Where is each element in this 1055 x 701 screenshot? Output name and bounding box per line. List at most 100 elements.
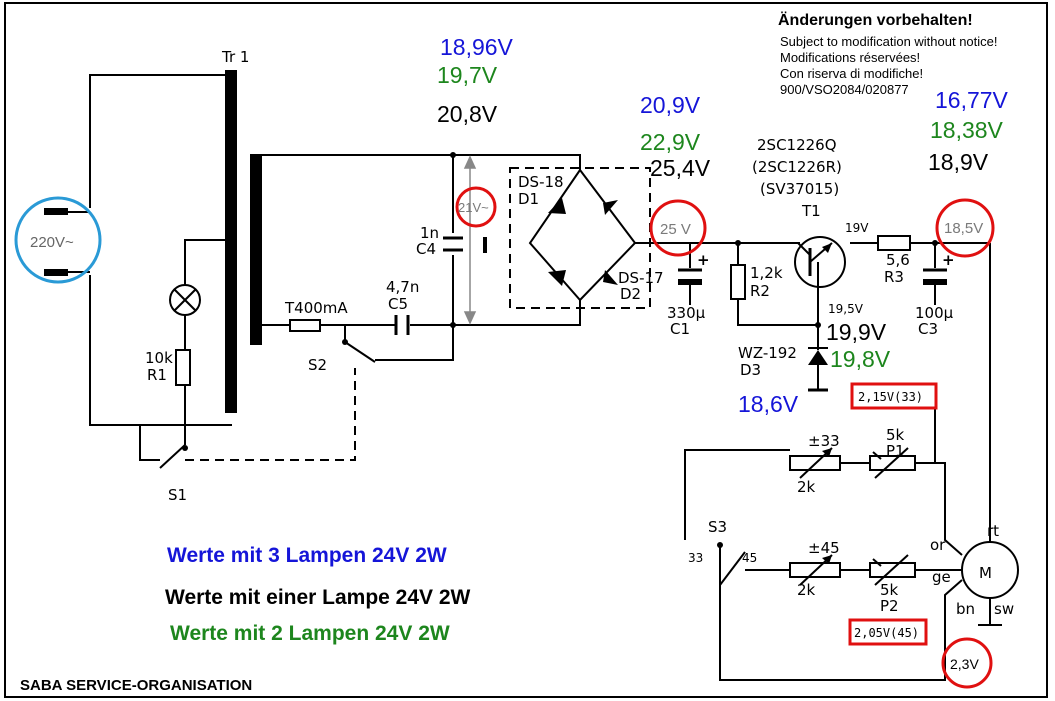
p2-value: 5k <box>880 581 899 599</box>
output-voltage-value: 18,5V <box>944 220 983 237</box>
dc-voltage-value: 25 V <box>660 221 691 238</box>
capacitor-c1 <box>678 268 702 285</box>
switch-s1 <box>159 368 356 469</box>
ac-voltage-value: 21V~ <box>458 200 489 215</box>
capacitor-c4 <box>443 236 463 252</box>
c3-label: C3 <box>918 320 938 338</box>
p2-label: P2 <box>880 597 899 615</box>
measurement-box-33-value: 2,15V(33) <box>858 390 923 404</box>
trimmer-p2 <box>789 554 916 586</box>
input-voltage-3-lamps: 18,96V <box>440 34 514 60</box>
t1-emitter-voltage: 19V <box>845 221 869 235</box>
pilot-lamp <box>169 284 201 316</box>
r1-value: 10k <box>145 349 173 367</box>
c5-value: 4,7n <box>386 278 419 296</box>
mains-plug <box>44 208 68 276</box>
p1-label: P1 <box>886 442 905 460</box>
footer-organisation: SABA SERVICE-ORGANISATION <box>20 677 252 694</box>
resistor-r2 <box>730 264 746 300</box>
legend-2-lamps: Werte mit 2 Lampen 24V 2W <box>170 622 450 645</box>
r3-label: R3 <box>884 268 904 286</box>
c1-value: 330µ <box>667 304 706 322</box>
measurement-box-45-value: 2,05V(45) <box>854 626 919 640</box>
wire-ge-label: ge <box>932 568 951 586</box>
p2-pot-value: 2k <box>797 581 816 599</box>
r2-value: 1,2k <box>750 264 783 282</box>
notice-line-4: 900/VSO2084/020877 <box>780 82 909 97</box>
transformer-label: Tr 1 <box>221 48 249 66</box>
output-voltage-3-lamps: 16,77V <box>935 87 1009 113</box>
notice-line-2: Modifications réservées! <box>780 50 920 65</box>
ac-voltage-arrow <box>463 155 477 325</box>
trimmer-p1 <box>789 447 916 479</box>
d3-label: D3 <box>740 361 761 379</box>
t1-type-1: 2SC1226Q <box>757 136 837 154</box>
zener-d3 <box>808 347 828 392</box>
transformer-core-secondary <box>250 155 262 345</box>
resistor-r3 <box>877 235 911 251</box>
junction-dot <box>450 152 456 158</box>
c1-voltage-2-lamps: 22,9V <box>640 129 701 155</box>
c4-value: 1n <box>420 224 439 242</box>
p1-pot-value: 2k <box>797 478 816 496</box>
r3-value: 5,6 <box>886 251 910 269</box>
rectifier-module <box>509 167 651 309</box>
motor <box>961 541 1019 599</box>
capacitor-c5 <box>394 315 410 335</box>
fuse <box>289 319 321 332</box>
fuse-label: T400mA <box>284 299 348 317</box>
c1-voltage-1-lamp: 25,4V <box>650 155 711 181</box>
r2-label: R2 <box>750 282 770 300</box>
d2-label: D2 <box>620 285 641 303</box>
output-voltage-marker <box>935 198 995 258</box>
notice-line-1: Subject to modification without notice! <box>780 34 998 49</box>
t1-type-2: (2SC1226R) <box>752 158 842 176</box>
p1-sign: ±33 <box>808 432 840 450</box>
c4-label: C4 <box>416 240 436 258</box>
wire-sw-label: sw <box>994 600 1014 618</box>
input-voltage-2-lamps: 19,7V <box>437 62 498 88</box>
c3-value: 100µ <box>915 304 954 322</box>
c3-plus: + <box>942 251 955 269</box>
d2-type: DS-17 <box>618 269 664 287</box>
output-voltage-1-lamp: 18,9V <box>928 149 989 175</box>
c1-voltage-3-lamps: 20,9V <box>640 92 701 118</box>
notice-line-3: Con riserva di modifiche! <box>780 66 923 81</box>
d3-type: WZ-192 <box>738 344 797 362</box>
c1-plus: + <box>697 251 710 269</box>
p1-value: 5k <box>886 426 905 444</box>
junction-dot <box>815 322 821 328</box>
zener-voltage-2-lamps: 19,8V <box>830 346 891 372</box>
transistor-t1 <box>794 236 846 288</box>
junction-dot <box>450 322 456 328</box>
resistor-r1 <box>175 349 191 386</box>
c4-plate-marker <box>483 237 487 253</box>
ac-voltage-marker <box>455 186 497 228</box>
mains-voltage-label: 220V~ <box>30 234 74 251</box>
d1-label: D1 <box>518 190 539 208</box>
motor-label: M <box>979 564 992 582</box>
bridge-diodes <box>548 198 618 286</box>
legend-1-lamp: Werte mit einer Lampe 24V 2W <box>165 586 471 609</box>
motor-voltage-marker <box>941 637 993 689</box>
wire-bn-label: bn <box>956 600 975 618</box>
switch-s2 <box>342 339 376 363</box>
switch-s3 <box>717 542 746 586</box>
s1-label: S1 <box>168 486 187 504</box>
input-voltage-1-lamp: 20,8V <box>437 101 498 127</box>
wire-rt-label: rt <box>987 522 999 540</box>
junction-dot <box>932 240 938 246</box>
p2-sign: ±45 <box>808 539 840 557</box>
legend-3-lamps: Werte mit 3 Lampen 24V 2W <box>167 544 447 567</box>
s3-label: S3 <box>708 518 727 536</box>
t1-label: T1 <box>801 202 821 220</box>
s3-position-33: 33 <box>688 551 703 565</box>
motor-voltage-value: 2,3V <box>950 656 979 672</box>
r1-label: R1 <box>147 366 167 384</box>
s2-label: S2 <box>308 356 327 374</box>
t1-base-voltage: 19,5V <box>828 302 864 316</box>
junction-dot <box>735 240 741 246</box>
c5-label: C5 <box>388 295 408 313</box>
schematic-frame <box>4 2 1048 698</box>
